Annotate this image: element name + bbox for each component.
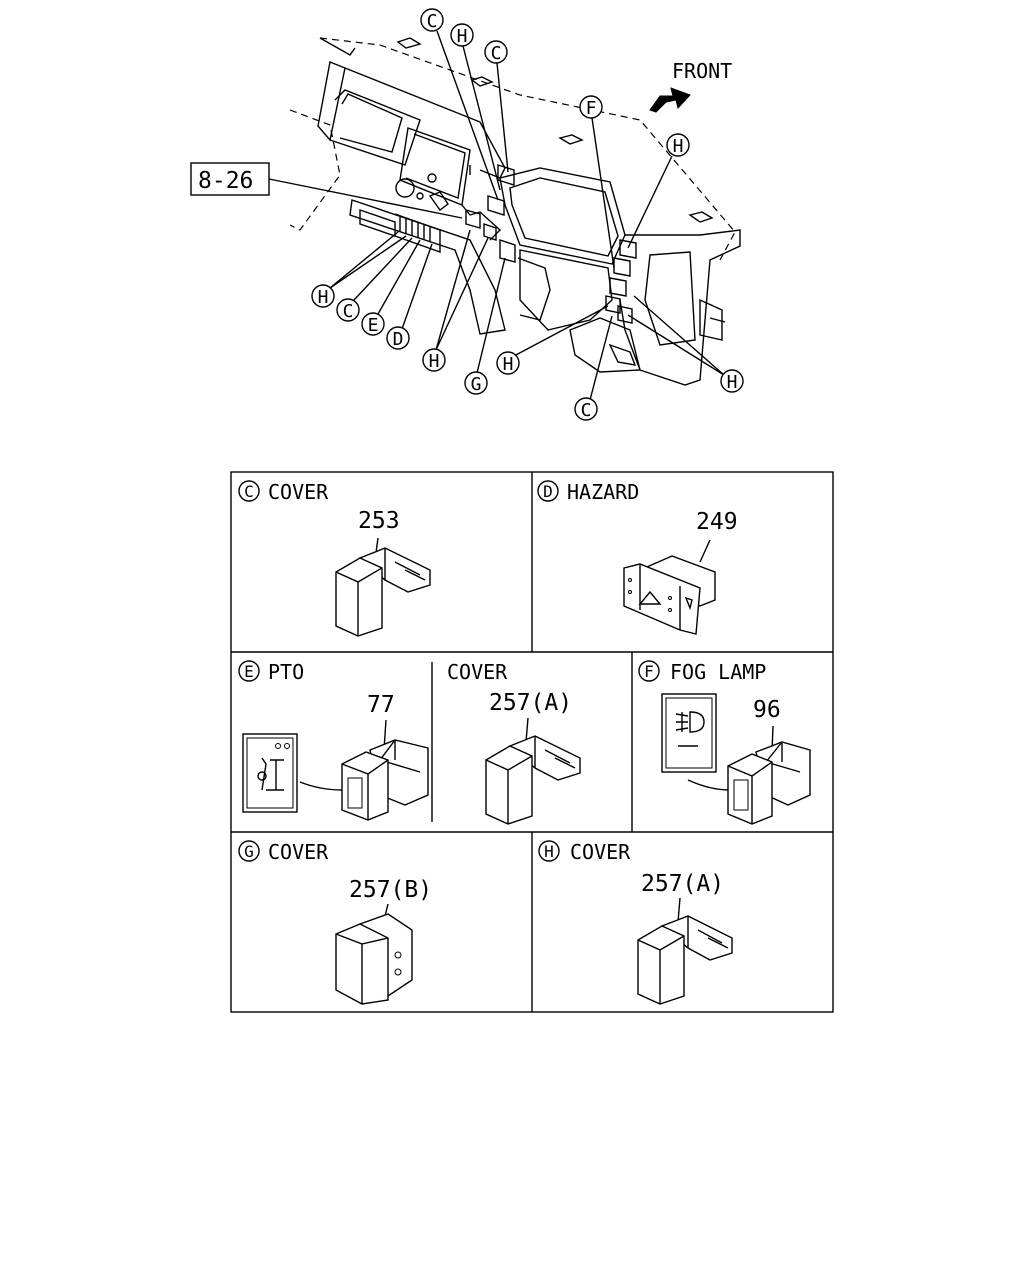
panel-g-title: COVER [268, 840, 329, 864]
svg-text:E: E [368, 315, 379, 336]
callout-f1: F [579, 95, 603, 119]
callout-h5: H [496, 351, 520, 375]
fog-lamp-switch-icon [727, 741, 811, 825]
panel-d-part: 249 [696, 509, 738, 535]
panel-e-cover: COVER 257(A) [447, 660, 581, 825]
switch-cover-257a-icon [485, 735, 581, 825]
panel-c: C COVER 253 [238, 480, 431, 637]
callout-h6: H [720, 369, 744, 393]
hazard-switch-icon [623, 555, 716, 635]
ref-label: 8-26 [198, 168, 253, 194]
dashboard-diagram: FRONT 8-26 C H C F H [190, 8, 744, 421]
pto-switch-icon [341, 739, 429, 821]
panel-h-letter: H [544, 842, 554, 861]
panel-e-cover-part: 257(A) [489, 690, 572, 716]
callout-c2: C [484, 40, 508, 64]
panel-f-title: FOG LAMP [670, 660, 766, 684]
panel-g-letter: G [244, 842, 254, 861]
panel-h-part: 257(A) [641, 871, 724, 897]
svg-text:H: H [318, 287, 329, 308]
panel-e-part: 77 [367, 692, 395, 718]
panel-f: F FOG LAMP 96 [638, 660, 811, 825]
svg-text:C: C [581, 400, 592, 421]
pto-label-icon [242, 733, 343, 813]
panel-d-letter: D [543, 482, 553, 501]
grid-frame [230, 471, 834, 1013]
callout-c4: C [574, 397, 598, 421]
ref-leader [268, 178, 463, 219]
panel-d: D HAZARD 249 [537, 480, 738, 635]
callout-c1: C [420, 8, 444, 32]
callout-d1: D [386, 326, 410, 350]
svg-text:H: H [457, 26, 468, 47]
panel-d-title: HAZARD [567, 480, 639, 504]
switch-cover-257a-h-icon [637, 915, 733, 1005]
svg-text:C: C [491, 43, 502, 64]
callout-e1: E [361, 312, 385, 336]
panel-g-part: 257(B) [349, 877, 432, 903]
fog-lamp-label-icon [661, 693, 731, 791]
panel-f-part: 96 [753, 697, 781, 723]
callout-g1: G [464, 371, 488, 395]
switch-cover-257b-icon [335, 913, 413, 1005]
switch-cover-253-icon [335, 547, 431, 637]
callout-h4: H [422, 348, 446, 372]
svg-text:F: F [586, 98, 597, 119]
svg-text:H: H [429, 351, 440, 372]
panel-g: G COVER 257(B) [238, 840, 432, 1005]
dashboard-outline [289, 37, 741, 386]
svg-text:C: C [427, 11, 438, 32]
leader-lines [329, 30, 725, 401]
panel-e-letter: E [244, 662, 254, 681]
panel-c-title: COVER [268, 480, 329, 504]
panel-e: E PTO 77 [238, 660, 429, 821]
svg-text:G: G [471, 374, 482, 395]
panel-e-cover-title: COVER [447, 660, 508, 684]
callout-h2: H [666, 133, 690, 157]
panel-h: H COVER 257(A) [538, 840, 733, 1005]
front-arrow [649, 87, 691, 113]
callout-h1: H [450, 23, 474, 47]
panel-c-part: 253 [358, 508, 400, 534]
panel-c-letter: C [244, 482, 254, 501]
svg-text:H: H [503, 354, 514, 375]
svg-text:D: D [393, 329, 404, 350]
callout-c3: C [336, 298, 360, 322]
callout-h3: H [311, 284, 335, 308]
svg-text:C: C [343, 301, 354, 322]
panel-f-letter: F [644, 662, 654, 681]
svg-text:H: H [727, 372, 738, 393]
front-label: FRONT [672, 59, 732, 83]
svg-text:H: H [673, 136, 684, 157]
panel-h-title: COVER [570, 840, 631, 864]
panel-e-title: PTO [268, 660, 304, 684]
